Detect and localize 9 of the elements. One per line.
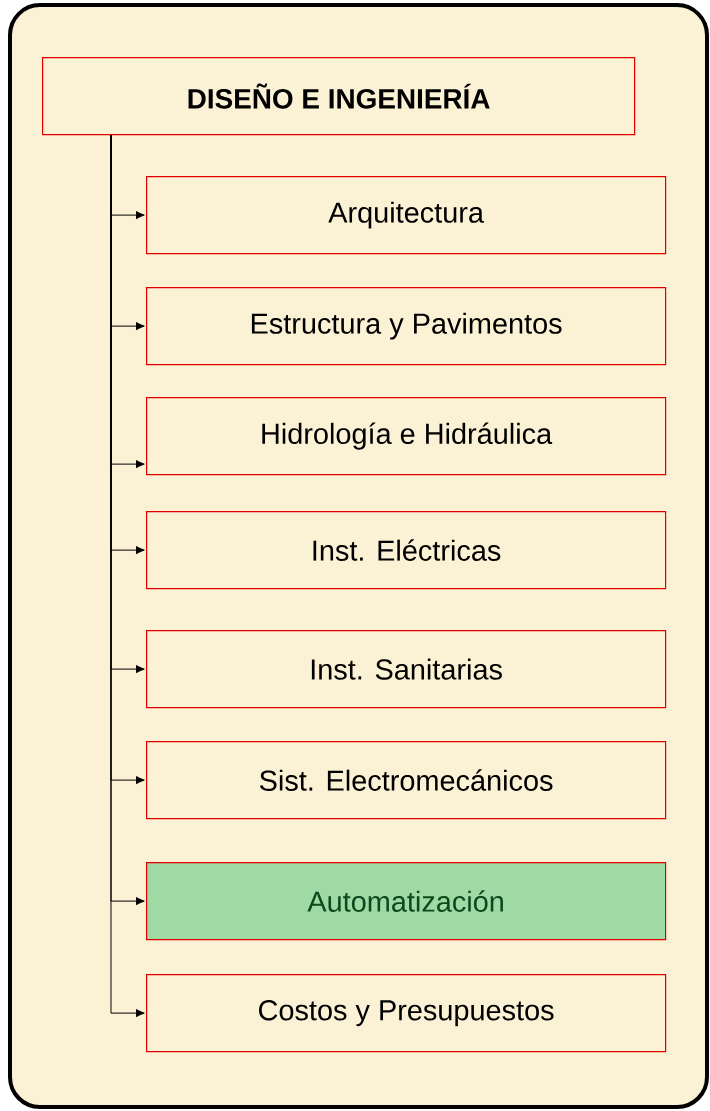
header-box: DISEÑO E INGENIERÍA: [42, 57, 636, 136]
process-box: Inst. Eléctricas: [146, 511, 667, 590]
process-box: Sist. Electromecánicos: [146, 741, 667, 820]
process-box: Costos y Presupuestos: [146, 974, 667, 1053]
process-box: Arquitectura: [146, 176, 667, 255]
process-box: Hidrología e Hidráulica: [146, 397, 667, 476]
process-box: Estructura y Pavimentos: [146, 287, 667, 366]
highlighted-box: Automatización: [146, 862, 667, 941]
process-box: Inst. Sanitarias: [146, 630, 667, 709]
